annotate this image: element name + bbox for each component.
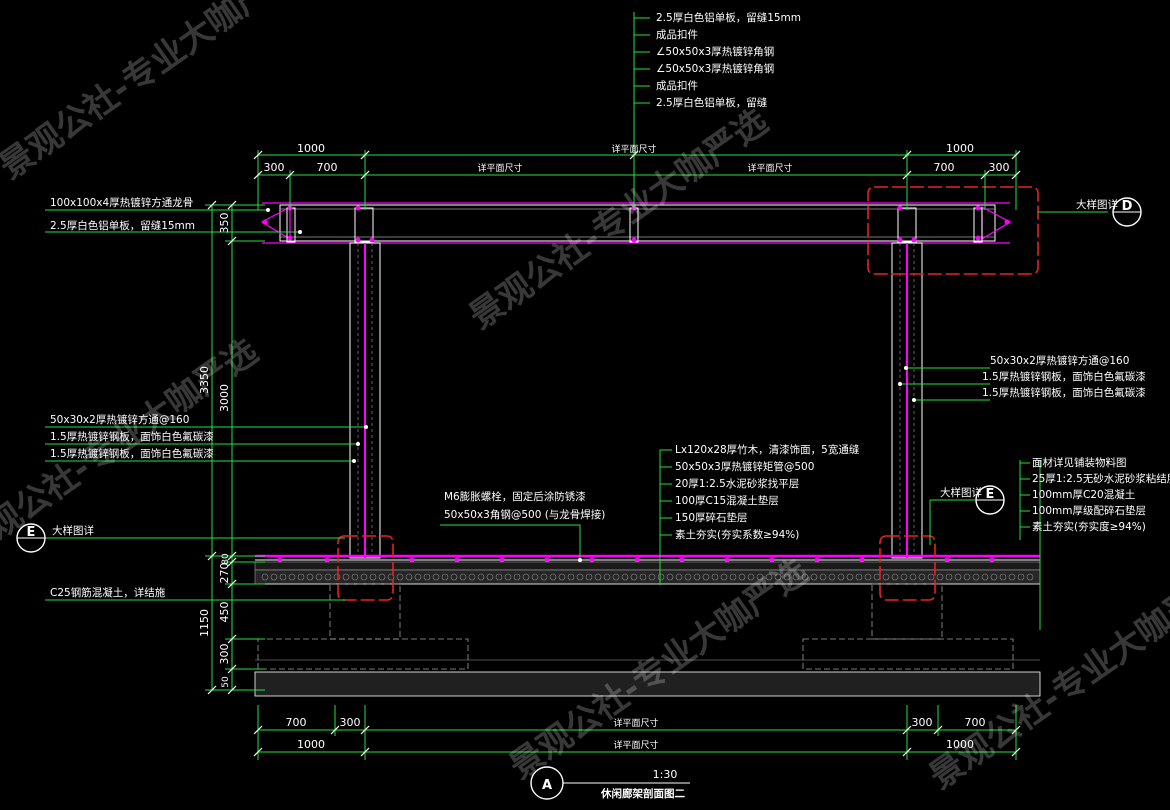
svg-text:50: 50 — [221, 676, 231, 688]
svg-text:3000: 3000 — [218, 384, 231, 412]
top-note: 2.5厚白色铝单板，留缝15mm — [656, 11, 801, 24]
detail-box-d — [867, 186, 1039, 275]
structure — [254, 202, 1041, 697]
svg-text:D: D — [1122, 199, 1133, 214]
detail-bubble-e-right: E — [975, 485, 1005, 515]
svg-text:100x100x4厚热镀锌方通龙骨: 100x100x4厚热镀锌方通龙骨 — [50, 196, 193, 209]
svg-text:1.5厚热镀锌钢板，面饰白色氟碳漆: 1.5厚热镀锌钢板，面饰白色氟碳漆 — [982, 386, 1146, 399]
svg-text:700: 700 — [317, 161, 338, 174]
top-note: ∠50x50x3厚热镀锌角钢 — [656, 45, 774, 58]
detail-box-e-right — [879, 535, 936, 601]
svg-text:大样图详: 大样图详 — [52, 524, 94, 537]
svg-text:面材详见铺装物料图: 面材详见铺装物料图 — [1032, 456, 1127, 469]
svg-text:1000: 1000 — [297, 142, 325, 155]
svg-text:1000: 1000 — [946, 738, 974, 751]
drawing-title: 休闲廊架剖面图二 — [600, 787, 685, 800]
svg-text:300: 300 — [264, 161, 285, 174]
svg-text:300: 300 — [340, 716, 361, 729]
svg-text:100mm厚C20混凝土: 100mm厚C20混凝土 — [1032, 488, 1135, 501]
svg-text:700: 700 — [934, 161, 955, 174]
svg-text:C25钢筋混凝土，详结施: C25钢筋混凝土，详结施 — [50, 586, 166, 599]
svg-text:详平面尺寸: 详平面尺寸 — [477, 162, 522, 174]
dimension-texts: 1000 300 700 详平面尺寸 详平面尺寸 详平面尺寸 1000 700 … — [198, 142, 1010, 751]
left-footing — [257, 583, 469, 670]
base-slab — [254, 671, 1041, 697]
svg-text:M6膨胀螺栓，固定后涂防锈漆: M6膨胀螺栓，固定后涂防锈漆 — [444, 490, 586, 503]
svg-text:1.5厚热镀锌钢板，面饰白色氟碳漆: 1.5厚热镀锌钢板，面饰白色氟碳漆 — [50, 430, 214, 443]
svg-text:450: 450 — [218, 602, 231, 623]
svg-text:270: 270 — [218, 563, 231, 584]
svg-text:E: E — [27, 525, 36, 540]
svg-text:700: 700 — [965, 716, 986, 729]
svg-text:700: 700 — [286, 716, 307, 729]
svg-text:50x30x2厚热镀锌方通@160: 50x30x2厚热镀锌方通@160 — [990, 354, 1129, 367]
center-leader-ticks — [660, 449, 1030, 536]
svg-text:150厚碎石垫层: 150厚碎石垫层 — [675, 511, 748, 524]
svg-text:素土夯实(夯实度≥94%): 素土夯实(夯实度≥94%) — [1032, 520, 1146, 533]
svg-text:景观公社-专业大咖严选: 景观公社-专业大咖严选 — [0, 331, 265, 567]
svg-text:1000: 1000 — [946, 142, 974, 155]
top-note: 2.5厚白色铝单板，留缝 — [656, 96, 768, 109]
right-notes: 大样图详 50x30x2厚热镀锌方通@160 1.5厚热镀锌钢板，面饰白色氟碳漆… — [940, 198, 1170, 533]
svg-text:50x30x2厚热镀锌方通@160: 50x30x2厚热镀锌方通@160 — [50, 413, 189, 426]
svg-text:20厚1:2.5水泥砂浆找平层: 20厚1:2.5水泥砂浆找平层 — [675, 477, 799, 490]
detail-box-e-left — [337, 535, 394, 601]
dim-ticks — [207, 150, 1021, 757]
svg-text:大样图详: 大样图详 — [940, 486, 982, 499]
svg-text:300: 300 — [989, 161, 1010, 174]
left-notes: 100x100x4厚热镀锌方通龙骨 2.5厚白色铝单板，留缝15mm 50x30… — [50, 196, 214, 599]
center-notes: M6膨胀螺栓，固定后涂防锈漆 50x50x3角钢@500 (与龙骨焊接) Lx1… — [444, 443, 860, 541]
svg-text:2.5厚白色铝单板，留缝15mm: 2.5厚白色铝单板，留缝15mm — [50, 219, 195, 232]
svg-text:详平面尺寸: 详平面尺寸 — [747, 162, 792, 174]
svg-text:80: 80 — [221, 553, 231, 565]
svg-text:350: 350 — [218, 213, 231, 234]
top-note: 成品扣件 — [656, 28, 698, 41]
svg-text:详平面尺寸: 详平面尺寸 — [613, 717, 658, 729]
svg-text:1000: 1000 — [297, 738, 325, 751]
svg-text:1150: 1150 — [198, 609, 211, 637]
svg-text:3350: 3350 — [198, 366, 211, 394]
svg-text:素土夯实(夯实系数≥94%): 素土夯实(夯实系数≥94%) — [675, 528, 799, 541]
gravel-layer — [254, 569, 1041, 585]
mortar-layer — [254, 561, 1041, 571]
svg-text:300: 300 — [912, 716, 933, 729]
svg-text:100mm厚级配碎石垫层: 100mm厚级配碎石垫层 — [1032, 504, 1146, 517]
svg-text:1.5厚热镀锌钢板，面饰白色氟碳漆: 1.5厚热镀锌钢板，面饰白色氟碳漆 — [50, 447, 214, 460]
top-note: 成品扣件 — [656, 79, 698, 92]
svg-text:300: 300 — [218, 644, 231, 665]
svg-text:详平面尺寸: 详平面尺寸 — [613, 739, 658, 751]
dimension-lines — [205, 12, 1041, 760]
right-footing — [802, 583, 1014, 670]
beam-left-tip — [260, 205, 291, 241]
svg-text:景观公社-专业大咖严选: 景观公社-专业大咖严选 — [0, 0, 305, 187]
svg-text:50x50x3角钢@500 (与龙骨焊接): 50x50x3角钢@500 (与龙骨焊接) — [444, 508, 605, 521]
svg-text:Lx120x28厚竹木，清漆饰面，5宽通缝: Lx120x28厚竹木，清漆饰面，5宽通缝 — [675, 443, 860, 456]
svg-text:50x50x3厚热镀锌矩管@500: 50x50x3厚热镀锌矩管@500 — [675, 460, 814, 473]
top-note: ∠50x50x3厚热镀锌角钢 — [656, 62, 774, 75]
detail-bubble-e-left: E — [16, 523, 46, 553]
svg-text:详平面尺寸: 详平面尺寸 — [611, 143, 656, 155]
top-notes: 2.5厚白色铝单板，留缝15mm 成品扣件 ∠50x50x3厚热镀锌角钢 ∠50… — [656, 11, 801, 109]
section-bubble: A 1:30 休闲廊架剖面图二 — [530, 766, 690, 800]
svg-text:景观公社-专业大咖严选: 景观公社-专业大咖严选 — [462, 101, 775, 337]
svg-text:E: E — [986, 487, 995, 502]
svg-text:25厚1:2.5无砂水泥砂浆粘结层: 25厚1:2.5无砂水泥砂浆粘结层 — [1032, 472, 1170, 485]
svg-text:A: A — [542, 778, 552, 793]
deck-joists — [278, 558, 994, 564]
detail-bubble-d: D — [1112, 197, 1142, 227]
leader-lines — [45, 209, 1108, 601]
svg-text:1.5厚热镀锌钢板，面饰白色氟碳漆: 1.5厚热镀锌钢板，面饰白色氟碳漆 — [982, 370, 1146, 383]
scale-label: 1:30 — [653, 768, 678, 781]
leader-dots — [266, 208, 916, 562]
svg-text:100厚C15混凝土垫层: 100厚C15混凝土垫层 — [675, 494, 779, 507]
detail-markers — [337, 186, 1039, 601]
svg-text:大样图详: 大样图详 — [1076, 198, 1118, 211]
